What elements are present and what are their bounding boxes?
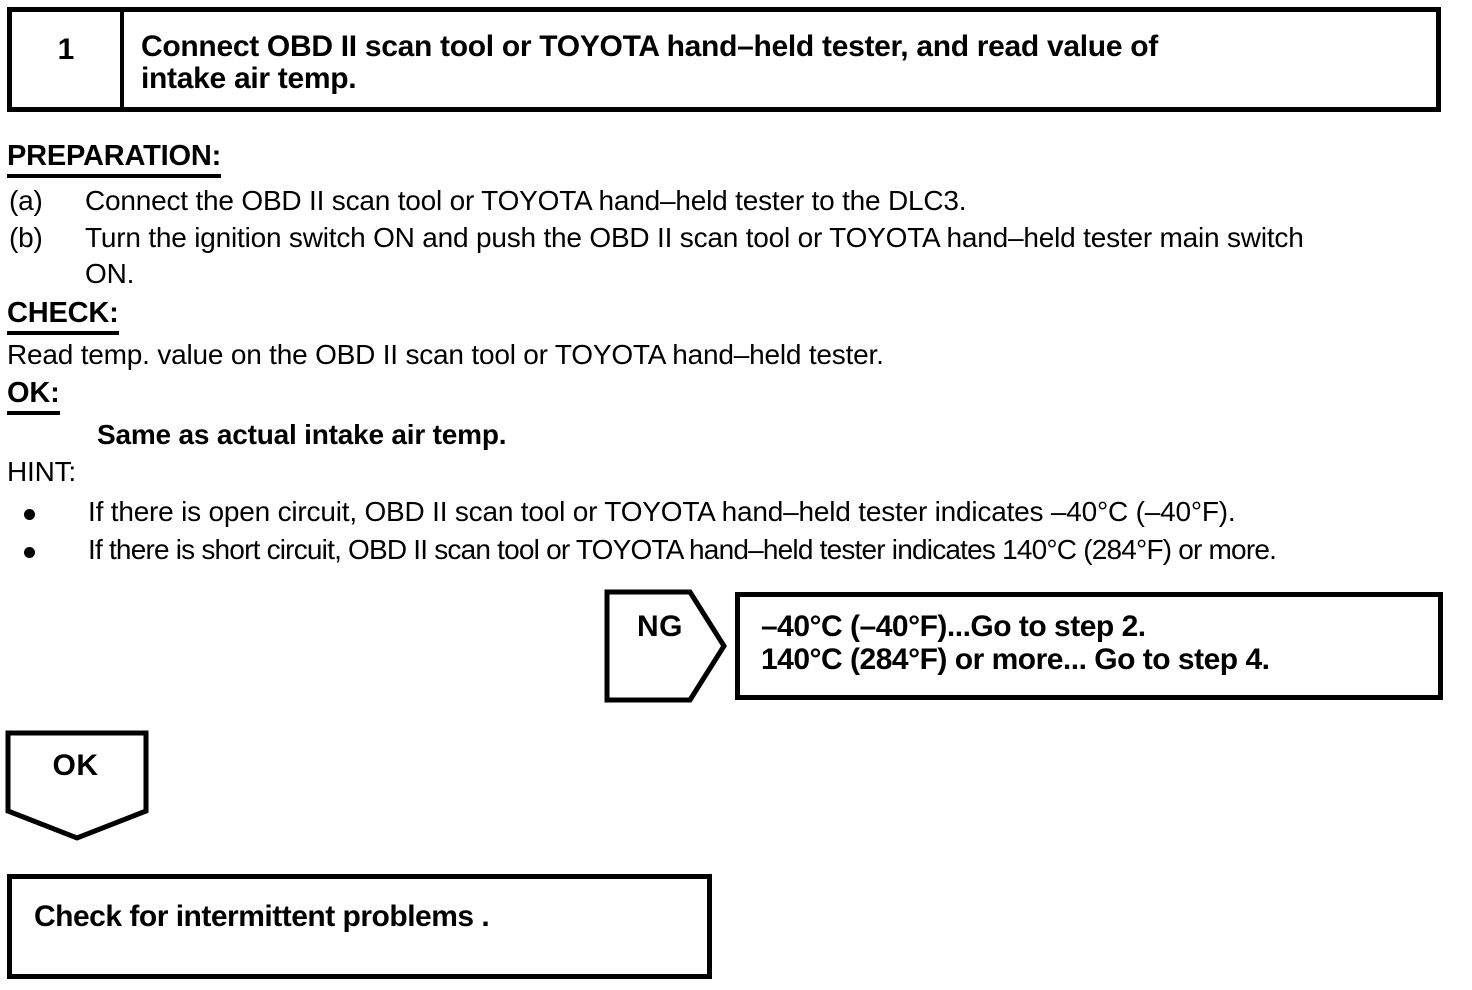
ng-result-line-1: –40°C (–40°F)...Go to step 2. (761, 610, 1146, 643)
hint-bullet-2: If there is short circuit, OBD II scan t… (88, 534, 1277, 565)
ok-criteria-text: Same as actual intake air temp. (97, 419, 507, 450)
step-title: Connect OBD II scan tool or TOYOTA hand–… (124, 12, 1436, 107)
ng-result-text: –40°C (–40°F)...Go to step 2. 140°C (284… (740, 597, 1438, 676)
bullet-icon (24, 509, 35, 520)
step-number: 1 (12, 12, 124, 107)
preparation-heading: PREPARATION: (7, 142, 221, 178)
step-title-line-2: intake air temp. (141, 62, 357, 95)
step-title-line-1: Connect OBD II scan tool or TOYOTA hand–… (141, 30, 1158, 63)
ok-result-text: Check for intermittent problems . (34, 900, 490, 933)
ng-result-box: –40°C (–40°F)...Go to step 2. 140°C (284… (735, 592, 1443, 700)
right-arrow-pentagon-icon (604, 589, 727, 703)
ok-result-box: Check for intermittent problems . (7, 874, 712, 979)
ng-result-line-2: 140°C (284°F) or more... Go to step 4. (761, 643, 1270, 676)
prep-item-b-label: (b) (9, 222, 43, 253)
prep-item-a-label: (a) (9, 185, 43, 216)
ng-connector-label: NG (637, 610, 683, 643)
check-heading: CHECK: (7, 299, 119, 335)
ok-heading: OK: (7, 379, 60, 415)
ok-connector-label: OK (52, 749, 99, 782)
ng-connector-shape (604, 589, 728, 703)
bullet-icon (24, 547, 35, 558)
prep-item-b-text-line-1: Turn the ignition switch ON and push the… (85, 222, 1304, 253)
ok-connector-shape (5, 730, 151, 842)
step-header-box: 1 Connect OBD II scan tool or TOYOTA han… (7, 7, 1441, 112)
down-arrow-pentagon-icon (5, 730, 149, 841)
prep-item-a-text: Connect the OBD II scan tool or TOYOTA h… (85, 185, 967, 216)
prep-item-b-text-line-2: ON. (85, 258, 135, 289)
hint-heading: HINT: (7, 456, 77, 487)
check-text: Read temp. value on the OBD II scan tool… (7, 339, 884, 370)
hint-bullet-1: If there is open circuit, OBD II scan to… (88, 496, 1236, 527)
